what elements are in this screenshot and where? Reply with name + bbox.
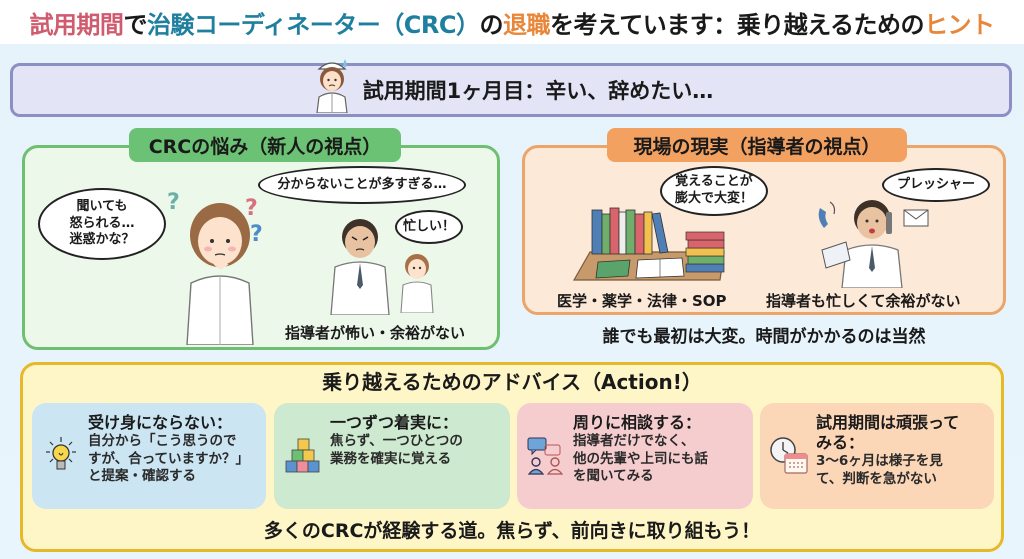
advice-card-step-by-step: 一つずつ着実に： 焦らず、一つひとつの 業務を確実に覚える	[274, 403, 510, 509]
advice-card-title: 試用期間は頑張って みる：	[816, 413, 960, 452]
title-part-trial-period: 試用期間	[29, 10, 124, 39]
thought-bubble-afraid-to-ask: 聞いても 怒られる… 迷惑かな？	[38, 188, 166, 260]
situation-banner: 試用期間1ヶ月目：辛い、辞めたい…	[10, 59, 1012, 117]
advice-card-persevere-trial: 試用期間は頑張って みる： 3〜6ヶ月は様子を見 て、判断を急がない	[760, 403, 994, 509]
books-on-desk-illustration	[570, 200, 730, 282]
title-part-resignation: 退職	[502, 10, 551, 39]
newcomer-panel-caption: 指導者が怖い・余裕がない	[285, 324, 466, 342]
page-title: 試用期間で治験コーディネーター（CRC）の退職を考えています：乗り越えるためのヒ…	[0, 0, 1024, 44]
lightbulb-icon	[40, 435, 82, 477]
advice-card-text: 3〜6ヶ月は様子を見 て、判断を急がない	[816, 453, 943, 487]
scared-nurse-illustration	[397, 253, 437, 313]
title-part-no: の	[479, 10, 503, 39]
speech-bubble-pressure: プレッシャー	[882, 168, 990, 202]
advice-card-be-proactive: 受け身にならない： 自分から「こう思うので すが、合っていますか？」 と提案・確…	[32, 403, 266, 509]
speech-bubble-busy: 忙しい！	[395, 210, 463, 244]
title-part-thinking: を考えています：乗り越えるための	[549, 10, 925, 39]
advice-card-title: 受け身にならない：	[88, 413, 233, 432]
advice-heading: 乗り越えるためのアドバイス（Action!）	[322, 370, 702, 394]
clock-calendar-icon	[768, 435, 810, 477]
banner-text: 試用期間1ヶ月目：辛い、辞めたい…	[362, 79, 714, 103]
advice-card-title: 一つずつ着実に：	[330, 413, 459, 432]
encouragement-footer: 多くのCRCが経験する道。焦らず、前向きに取り組もう！	[263, 520, 761, 542]
thought-bubble-too-much-unknown: 分からないことが多すぎる…	[258, 166, 466, 204]
worried-nurse-icon	[309, 55, 355, 113]
advice-card-text: 自分から「こう思うので すが、合っていますか？」 と提案・確認する	[88, 433, 250, 485]
mentor-caption-mentor-busy: 指導者も忙しくて余裕がない	[766, 292, 961, 310]
question-mark-icon: ?	[167, 190, 180, 215]
advice-card-text: 指導者だけでなく、 他の先輩や上司にも話 を聞いてみる	[573, 433, 708, 485]
advice-card-consult-others: 周りに相談する： 指導者だけでなく、 他の先輩や上司にも話 を聞いてみる	[517, 403, 753, 509]
mentor-caption-learning-topics: 医学・薬学・法律・SOP	[557, 292, 727, 310]
mentor-panel-note: 誰でも最初は大変。時間がかかるのは当然	[602, 327, 926, 347]
advice-card-title: 周りに相談する：	[573, 413, 702, 432]
worried-newcomer-illustration	[175, 195, 265, 345]
speech-bubble-too-much-to-learn: 覚えることが 膨大で大変！	[660, 166, 768, 216]
people-chat-icon	[525, 435, 567, 477]
stacked-blocks-icon	[282, 435, 324, 477]
newcomer-panel-tab: CRCの悩み（新人の視点）	[129, 128, 401, 162]
advice-card-text: 焦らず、一つひとつの 業務を確実に覚える	[330, 433, 463, 467]
busy-mentor-illustration	[812, 188, 932, 288]
question-mark-icon: ?	[245, 196, 258, 221]
title-part-hint: ヒント	[924, 10, 995, 39]
title-part-crc: 治験コーディネーター（CRC）	[146, 10, 480, 39]
question-mark-icon: ?	[250, 222, 263, 247]
title-part-de: で	[123, 10, 147, 39]
mentor-panel-tab: 現場の現実（指導者の視点）	[607, 128, 907, 162]
strict-mentor-illustration	[325, 215, 395, 315]
